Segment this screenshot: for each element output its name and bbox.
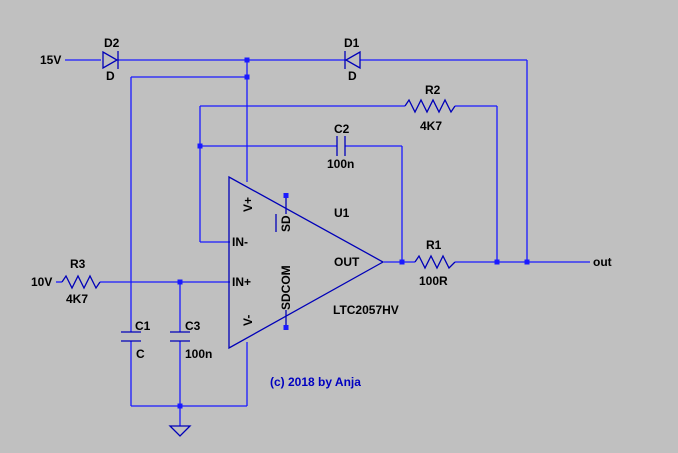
pin-sdcom-dot <box>283 325 289 330</box>
source-15v-label: 15V <box>40 53 61 67</box>
junction-dot <box>244 74 250 80</box>
junction-dot <box>244 57 250 63</box>
pin-vminus-label: V- <box>241 315 255 326</box>
junction-dot <box>197 143 203 149</box>
r3-value-label: 4K7 <box>66 292 88 306</box>
d1-ref-label: D1 <box>344 36 360 50</box>
pin-sd-dot <box>283 193 289 198</box>
capacitor-c2: C2 100n <box>327 122 354 171</box>
c1-ref-label: C1 <box>135 319 151 333</box>
c3-value-label: 100n <box>185 347 212 361</box>
r2-value-label: 4K7 <box>420 119 442 133</box>
u1-part-label: LTC2057HV <box>333 303 399 317</box>
opamp-u1: V+ V- IN- IN+ OUT SD SDCOM U1 LTC2057HV <box>228 175 399 350</box>
d2-value-label: D <box>106 69 115 83</box>
resistor-r3: R3 4K7 <box>61 257 101 306</box>
r3-ref-label: R3 <box>70 257 86 271</box>
junctions <box>177 57 530 409</box>
pin-inplus-label: IN+ <box>232 275 251 289</box>
pin-vplus-label: V+ <box>241 197 255 212</box>
u1-ref-label: U1 <box>334 206 350 220</box>
pin-sdcom-label: SDCOM <box>279 265 293 310</box>
d2-ref-label: D2 <box>104 36 120 50</box>
pin-out-label: OUT <box>334 255 360 269</box>
capacitor-c1: C1 C <box>121 319 151 361</box>
credit-text: (c) 2018 by Anja <box>270 375 361 389</box>
pin-sd-label: SD <box>279 215 293 232</box>
junction-dot <box>524 259 530 265</box>
diode-d1-body <box>344 50 361 70</box>
junction-dot <box>399 259 405 265</box>
resistor-r1-body <box>414 254 456 270</box>
r2-ref-label: R2 <box>425 83 441 97</box>
resistor-r3-body <box>61 274 101 290</box>
junction-dot <box>494 259 500 265</box>
c3-ref-label: C3 <box>185 319 201 333</box>
junction-dot <box>177 279 183 285</box>
c1-value-label: C <box>136 347 145 361</box>
resistor-r2: R2 4K7 <box>404 83 456 133</box>
wires <box>56 59 590 426</box>
r1-value-label: 100R <box>419 274 448 288</box>
ground-icon <box>168 425 192 437</box>
opamp-u1-body <box>228 175 385 350</box>
resistor-r1: R1 100R <box>414 238 456 288</box>
c2-ref-label: C2 <box>334 122 350 136</box>
output-net-label: out <box>593 255 612 269</box>
source-10v-label: 10V <box>31 275 52 289</box>
diode-d1: D1 D <box>344 36 361 83</box>
diode-d2: D2 D <box>102 36 120 83</box>
c2-value-label: 100n <box>327 157 354 171</box>
pin-inminus-label: IN- <box>232 235 248 249</box>
r1-ref-label: R1 <box>426 238 442 252</box>
resistor-r2-body <box>404 98 456 114</box>
capacitor-c3: C3 100n <box>170 319 212 361</box>
d1-value-label: D <box>348 69 357 83</box>
junction-dot <box>177 403 183 409</box>
diode-d2-body <box>102 50 119 70</box>
